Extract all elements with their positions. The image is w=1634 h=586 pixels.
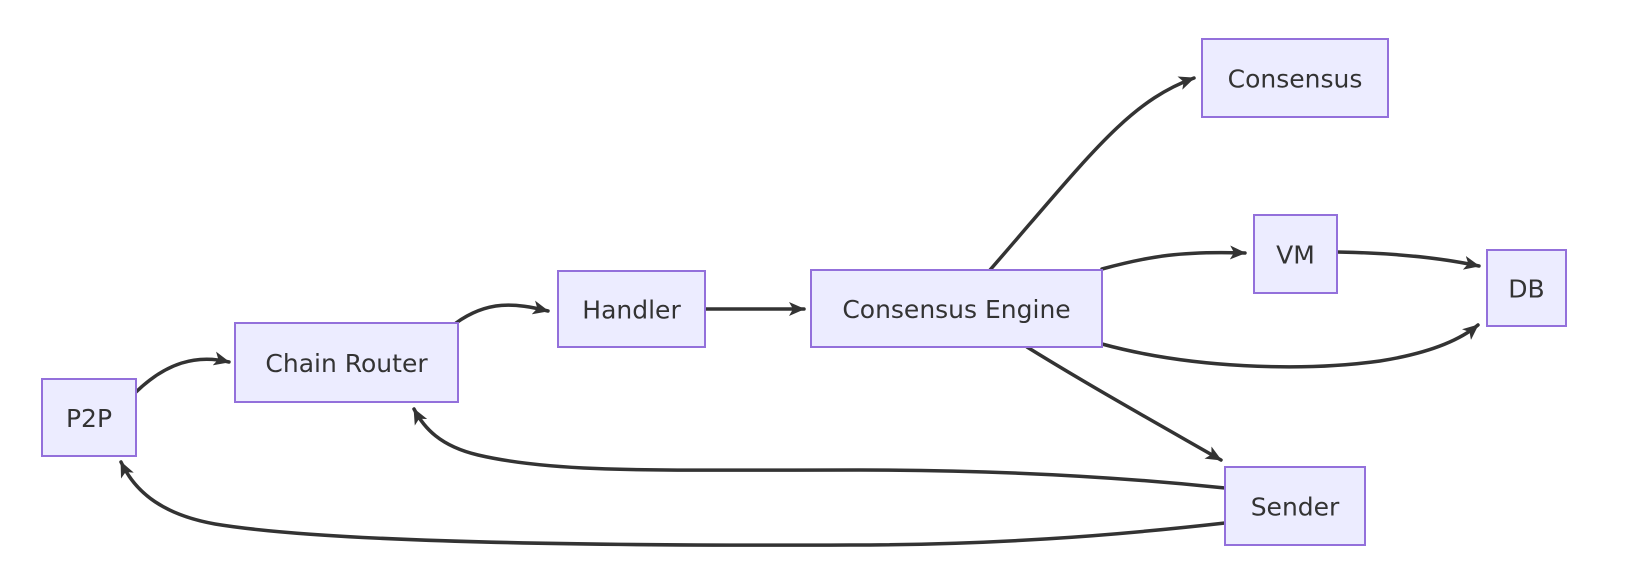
nodes-layer: P2P Chain Router Handler Consensus Engin… — [41, 38, 1567, 546]
edge-consensus-engine-to-sender — [1025, 345, 1223, 462]
node-consensus-engine-label: Consensus Engine — [842, 295, 1070, 324]
node-p2p: P2P — [41, 378, 137, 457]
node-db-box — [1486, 249, 1567, 327]
edge-sender-to-p2p — [119, 460, 1227, 547]
node-sender: Sender — [1224, 466, 1366, 546]
node-consensus-label: Consensus — [1228, 65, 1363, 94]
edge-sender-to-chain-router — [412, 407, 1227, 490]
node-p2p-label: P2P — [66, 404, 112, 433]
node-sender-box — [1224, 466, 1366, 546]
edge-consensus-engine-to-consensus — [988, 76, 1196, 272]
node-db-label: DB — [1508, 275, 1544, 304]
node-consensus-engine-box — [810, 269, 1103, 348]
edge-consensus-engine-to-vm — [1100, 245, 1247, 271]
node-db: DB — [1486, 249, 1567, 327]
node-consensus-box — [1201, 38, 1389, 118]
node-chain-router-label: Chain Router — [265, 349, 428, 378]
edge-consensus-engine-to-db — [1100, 323, 1480, 369]
node-sender-label: Sender — [1251, 493, 1340, 522]
node-vm-label: VM — [1276, 241, 1315, 270]
node-consensus: Consensus — [1201, 38, 1389, 118]
edges-layer — [119, 76, 1481, 547]
node-vm: VM — [1253, 214, 1338, 294]
node-consensus-engine: Consensus Engine — [810, 269, 1103, 348]
edge-chain-router-to-handler — [454, 300, 550, 325]
edge-p2p-to-chain-router — [134, 351, 231, 394]
node-handler-label: Handler — [582, 296, 681, 325]
node-chain-router-box — [234, 322, 459, 403]
node-vm-box — [1253, 214, 1338, 294]
node-chain-router: Chain Router — [234, 322, 459, 403]
node-handler: Handler — [557, 270, 706, 348]
edge-vm-to-db — [1335, 250, 1481, 270]
node-handler-box — [557, 270, 706, 348]
node-p2p-box — [41, 378, 137, 457]
